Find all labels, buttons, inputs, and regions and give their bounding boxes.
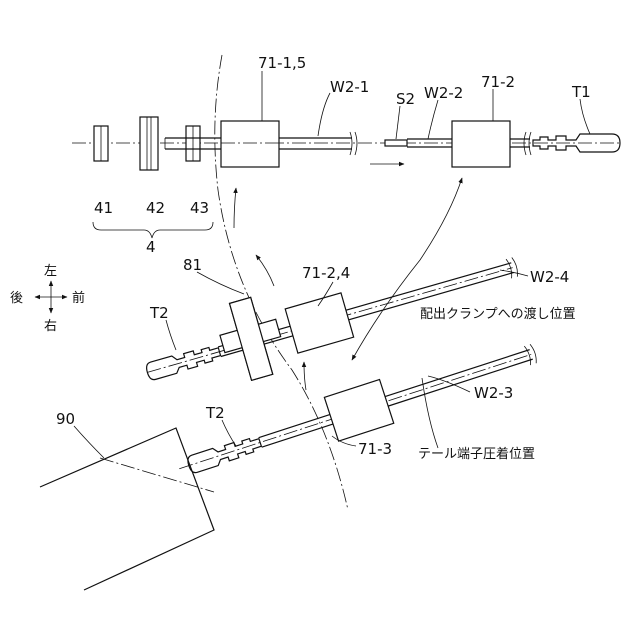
- unit-42: [140, 117, 158, 170]
- label-43: 43: [190, 199, 209, 217]
- clamp-71-2-4: [285, 293, 353, 353]
- label-42: 42: [146, 199, 165, 217]
- label-s2: S2: [396, 90, 415, 108]
- label-4: 4: [146, 238, 156, 256]
- direction-compass: [35, 281, 67, 313]
- compass-right: 右: [44, 319, 57, 334]
- label-71-3: 71-3: [358, 440, 392, 458]
- wire-break-right: [524, 132, 531, 155]
- compass-front: 前: [72, 290, 85, 306]
- unit-81: [212, 292, 290, 385]
- annotation-tail-crimp-position: テール端子圧着位置: [418, 446, 535, 462]
- unit-90: [40, 428, 214, 590]
- group-4-brace: [93, 222, 213, 238]
- label-81: 81: [183, 256, 202, 274]
- clamp-71-3: [324, 379, 393, 441]
- compass-left: 左: [44, 264, 57, 279]
- label-71-2-4: 71-2,4: [302, 264, 350, 282]
- compass-back: 後: [10, 291, 23, 306]
- clamp-71-1-5: [221, 121, 279, 167]
- label-t1: T1: [571, 83, 591, 101]
- label-w2-3: W2-3: [474, 384, 513, 402]
- label-w2-2: W2-2: [424, 84, 463, 102]
- label-41: 41: [94, 199, 113, 217]
- label-t2-lower: T2: [205, 404, 225, 422]
- annotation-handover-position: 配出クランプへの渡し位置: [420, 306, 576, 322]
- arrow-up-71-3: [304, 362, 306, 390]
- unit-41: [94, 126, 108, 161]
- label-90: 90: [56, 410, 75, 428]
- unit-43: [186, 126, 200, 161]
- arrow-up-to-clamp: [234, 188, 236, 228]
- transfer-double-arrow: [352, 178, 462, 360]
- label-71-1-5: 71-1,5: [258, 54, 306, 72]
- label-w2-1: W2-1: [330, 78, 369, 96]
- label-71-2: 71-2: [481, 73, 515, 91]
- label-t2-upper: T2: [149, 304, 169, 322]
- terminal-t2-upper: [145, 343, 222, 381]
- label-w2-4: W2-4: [530, 268, 569, 286]
- clamp-71-2: [452, 121, 510, 167]
- arrow-up-71-2-4: [256, 255, 274, 286]
